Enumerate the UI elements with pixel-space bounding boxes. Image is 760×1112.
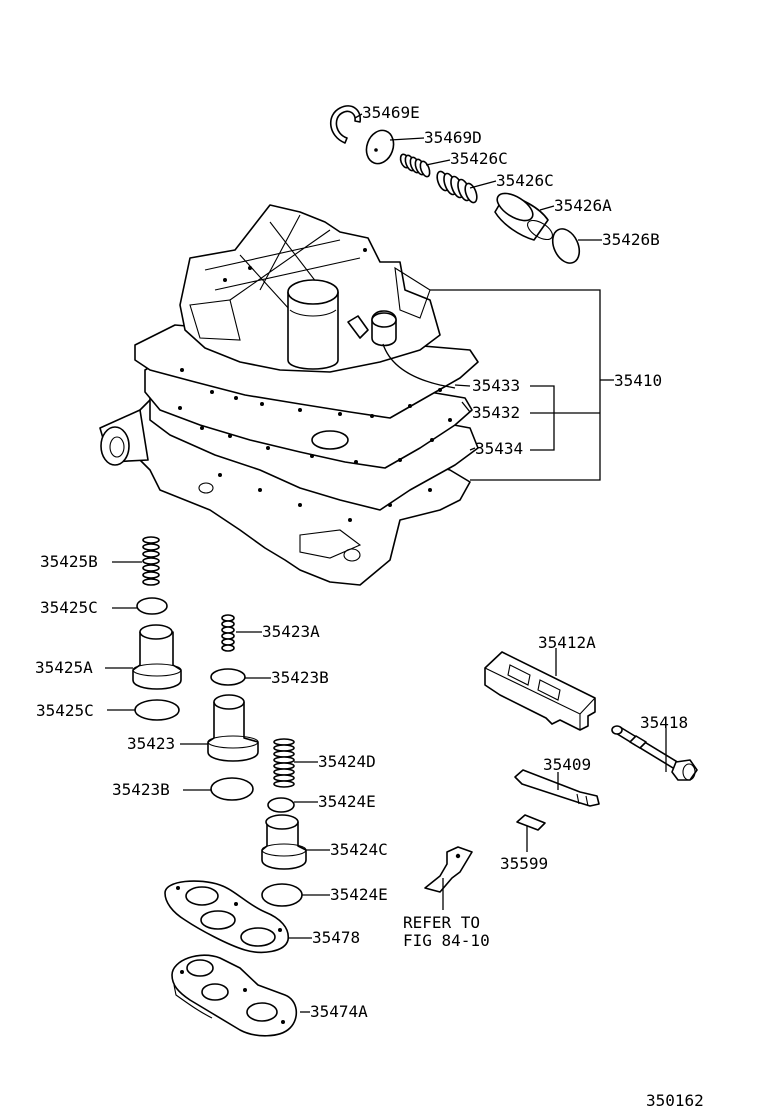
part-cover-35474A: [171, 954, 298, 1037]
part-piston-35423: [207, 694, 259, 762]
part-spring-35426C-large: [436, 170, 478, 204]
label-35412A: 35412A: [538, 633, 596, 652]
part-spring-35424D: [273, 738, 295, 788]
label-35426C-small: 35426C: [450, 149, 508, 168]
part-gasket-35478: [164, 880, 290, 954]
label-35410: 35410: [614, 371, 662, 390]
refer-note-line2: FIG 84-10: [403, 931, 490, 950]
label-35426C-large: 35426C: [496, 171, 554, 190]
part-spring-35425B: [142, 536, 160, 586]
diagram-id: 350162: [646, 1091, 704, 1110]
valve-body-assembly-35410: [99, 204, 479, 586]
part-o-ring-35425C-upper: [136, 597, 168, 615]
refer-note-line1: REFER TO: [403, 913, 480, 932]
part-o-ring-35426B: [551, 228, 581, 264]
label-35474A: 35474A: [310, 1002, 368, 1021]
label-35434: 35434: [475, 439, 523, 458]
part-o-ring-35423B-upper: [210, 668, 246, 686]
label-35423B-upper: 35423B: [271, 668, 329, 687]
part-labels: 35469E 35469D 35426C 35426C 35426A 35426…: [35, 103, 704, 1110]
label-35423B-lower: 35423B: [112, 780, 170, 799]
part-sleeve-35426A: [494, 192, 553, 241]
label-35424E-upper: 35424E: [318, 792, 376, 811]
label-35423: 35423: [127, 734, 175, 753]
part-o-ring-35424E-lower: [261, 883, 303, 907]
label-35424D: 35424D: [318, 752, 376, 771]
part-spring-35423A: [221, 614, 235, 652]
part-o-ring-35424E-upper: [267, 797, 295, 813]
part-bracket-fig84-10: [424, 846, 473, 893]
label-35432: 35432: [472, 403, 520, 422]
label-35409: 35409: [543, 755, 591, 774]
part-disc-35469D: [365, 129, 395, 165]
leader-lines: [105, 113, 667, 1013]
label-35469D: 35469D: [424, 128, 482, 147]
part-snap-ring-35469E: [330, 105, 362, 144]
label-35426B: 35426B: [602, 230, 660, 249]
label-35423A: 35423A: [262, 622, 320, 641]
part-detent-spring-35409: [514, 769, 600, 807]
label-35469E: 35469E: [362, 103, 420, 122]
label-35424C: 35424C: [330, 840, 388, 859]
label-35425B: 35425B: [40, 552, 98, 571]
part-piston-35425A: [132, 624, 182, 690]
label-35426A: 35426A: [554, 196, 612, 215]
part-piston-35424C: [261, 814, 307, 870]
label-35433: 35433: [472, 376, 520, 395]
label-35424E-lower: 35424E: [330, 885, 388, 904]
label-35418: 35418: [640, 713, 688, 732]
part-o-ring-35425C-lower: [134, 699, 180, 721]
label-35599: 35599: [500, 854, 548, 873]
label-35478: 35478: [312, 928, 360, 947]
label-35425C-upper: 35425C: [40, 598, 98, 617]
label-35425C-lower: 35425C: [36, 701, 94, 720]
label-35425A: 35425A: [35, 658, 93, 677]
part-plate-35599: [516, 814, 546, 831]
part-manual-valve-35418: [611, 725, 698, 781]
part-o-ring-35423B-lower: [210, 777, 254, 801]
part-detent-body-35412A: [484, 651, 596, 731]
